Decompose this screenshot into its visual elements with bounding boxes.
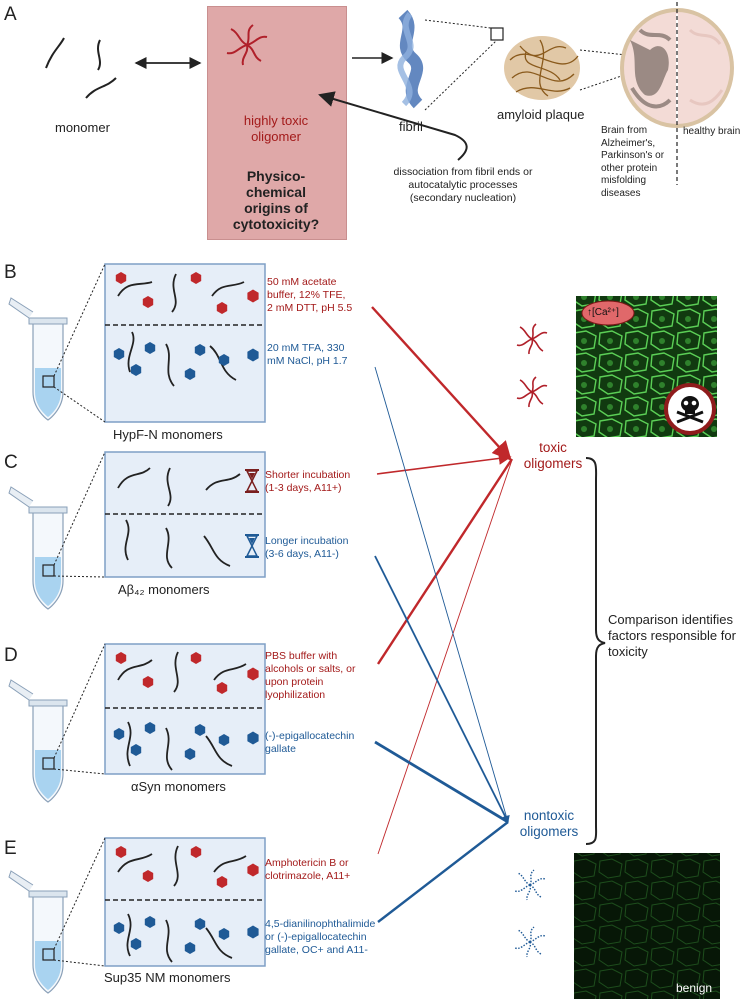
hexagon-icon bbox=[144, 722, 156, 734]
hexagon-icon bbox=[142, 676, 154, 688]
hexagon-icon bbox=[218, 354, 230, 366]
benign-cell-image bbox=[574, 853, 720, 999]
calcium-label: ↑[Ca²⁺] bbox=[587, 307, 619, 318]
hexagon-icon bbox=[142, 296, 154, 308]
condition-d-top: PBS buffer with alcohols or salts, or up… bbox=[265, 650, 356, 701]
row-b-box bbox=[104, 263, 266, 423]
nontoxic-oligomer-icon bbox=[514, 869, 546, 958]
oligomer-label: highly toxic oligomer bbox=[243, 113, 309, 144]
hexagon-icon bbox=[190, 652, 202, 664]
hexagon-icon bbox=[113, 728, 125, 740]
nontoxic-oligomers-label: nontoxic oligomers bbox=[519, 808, 579, 839]
test-tube-icon bbox=[8, 643, 106, 803]
hexagon-icon bbox=[216, 682, 228, 694]
test-tube-icon bbox=[8, 451, 106, 610]
comparison-bracket bbox=[585, 457, 606, 845]
monomer-label-e: Sup35 NM monomers bbox=[104, 970, 231, 985]
toxic-oligomer-icon bbox=[516, 323, 548, 408]
oligomer-star-icon bbox=[226, 24, 268, 66]
hexagon-icon bbox=[247, 863, 259, 877]
plaque-icon bbox=[504, 36, 580, 100]
hexagon-icon bbox=[190, 846, 202, 858]
hexagon-icon bbox=[113, 272, 259, 954]
panel-letter-b: B bbox=[4, 262, 17, 283]
fibril-icon bbox=[397, 9, 424, 109]
connection-lines bbox=[371, 306, 514, 923]
secondary-nucleation-arrow bbox=[318, 91, 468, 161]
test-tube-icon bbox=[8, 837, 106, 994]
hexagon-icon bbox=[216, 302, 228, 314]
condition-e-bottom: 4,5-dianilinophthalimide or (-)-epigallo… bbox=[265, 918, 376, 956]
monomer-label-b: HypF-N monomers bbox=[113, 427, 223, 442]
plaque-label: amyloid plaque bbox=[497, 107, 585, 122]
hexagon-icon bbox=[130, 938, 142, 950]
test-tube-icon bbox=[8, 263, 106, 423]
hexagon-icon bbox=[247, 925, 259, 939]
calcium-badge bbox=[581, 300, 635, 326]
condition-b-bottom: 20 mM TFA, 330 mM NaCl, pH 1.7 bbox=[267, 342, 348, 367]
dissociation-text: dissociation from fibril ends or autocat… bbox=[393, 166, 533, 204]
cytotoxicity-question: Physico- chemical origins of cytotoxicit… bbox=[232, 168, 320, 232]
comparison-text: Comparison identifies factors responsibl… bbox=[608, 612, 736, 659]
panel-letter-d: D bbox=[4, 645, 18, 666]
hexagon-icon bbox=[216, 876, 228, 888]
hourglass-icon bbox=[245, 469, 259, 493]
hexagon-icon bbox=[184, 368, 196, 380]
hexagon-icon bbox=[144, 916, 156, 928]
panel-letter-c: C bbox=[4, 452, 18, 473]
condition-c-bottom: Longer incubation (3-6 days, A11-) bbox=[265, 535, 349, 560]
hexagon-icon bbox=[130, 744, 142, 756]
hexagon-icon bbox=[115, 652, 127, 664]
benign-label: benign bbox=[676, 981, 713, 995]
monomer-label-c: Aβ₄₂ monomers bbox=[118, 582, 210, 597]
hexagon-icon bbox=[194, 724, 206, 736]
hexagon-icon bbox=[115, 272, 127, 284]
hexagon-icon bbox=[184, 942, 196, 954]
toxic-oligomers-label: toxic oligomers bbox=[523, 440, 583, 471]
hexagon-icon bbox=[184, 748, 196, 760]
disease-brain-label: Brain from Alzheimer's, Parkinson's or o… bbox=[601, 125, 665, 199]
hexagon-icon bbox=[194, 344, 206, 356]
healthy-brain-label: healthy brain bbox=[683, 126, 741, 137]
hexagon-icon bbox=[130, 364, 142, 376]
hexagon-icon bbox=[142, 870, 154, 882]
monomer-icon bbox=[45, 37, 117, 99]
hexagon-icon bbox=[113, 922, 125, 934]
hexagon-icon bbox=[218, 734, 230, 746]
hourglass-icon bbox=[245, 534, 259, 558]
skull-icon bbox=[664, 383, 716, 435]
hexagon-icon bbox=[247, 348, 259, 362]
panel-letter-e: E bbox=[4, 838, 17, 859]
monomer-label: monomer bbox=[55, 120, 110, 135]
box-monomers bbox=[117, 273, 247, 963]
hexagon-icon bbox=[218, 928, 230, 940]
hexagon-icon bbox=[115, 846, 127, 858]
hexagon-icon bbox=[194, 918, 206, 930]
panel-letter-a: A bbox=[4, 4, 17, 25]
hexagon-icon bbox=[247, 731, 259, 745]
hexagon-icon bbox=[247, 667, 259, 681]
row-c-box bbox=[104, 451, 266, 578]
oligomer-highlight-box bbox=[207, 6, 347, 240]
condition-c-top: Shorter incubation (1-3 days, A11+) bbox=[265, 469, 351, 494]
condition-e-top: Amphotericin B or clotrimazole, A11+ bbox=[265, 857, 351, 882]
monomer-label-d: αSyn monomers bbox=[131, 779, 226, 794]
condition-d-bottom: (-)-epigallocatechin gallate bbox=[265, 730, 355, 755]
hexagon-icon bbox=[113, 348, 125, 360]
hexagon-icon bbox=[247, 289, 259, 303]
condition-b-top: 50 mM acetate buffer, 12% TFE, 2 mM DTT,… bbox=[267, 276, 353, 314]
hexagon-icon bbox=[190, 272, 202, 284]
fibril-label: fibril bbox=[399, 119, 423, 134]
hexagon-icon bbox=[144, 342, 156, 354]
